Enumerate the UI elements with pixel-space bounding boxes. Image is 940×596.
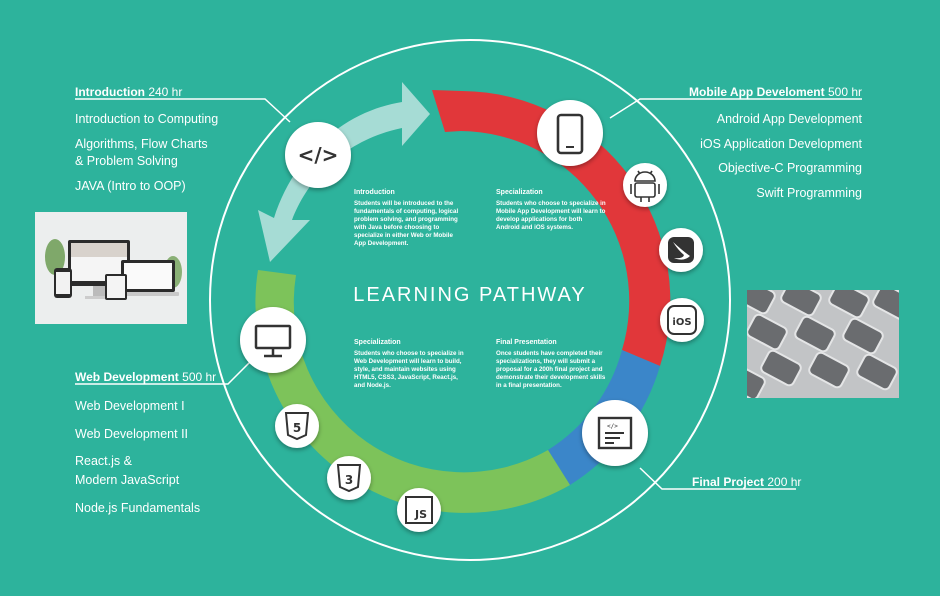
final-title-text: Final Project bbox=[692, 475, 765, 489]
web-devices-photo bbox=[35, 212, 187, 324]
mobile-band bbox=[432, 90, 671, 366]
web-description-text: Students who choose to specialize in Web… bbox=[354, 350, 464, 390]
intro-description-text: Students will be introduced to the funda… bbox=[354, 200, 459, 248]
web-band bbox=[255, 270, 570, 513]
final-description: Final Presentation Once students have co… bbox=[496, 338, 606, 390]
introduction-hours: 240 hr bbox=[148, 85, 183, 99]
svg-text:3: 3 bbox=[345, 473, 353, 487]
web-item: Web Development I bbox=[75, 399, 185, 413]
code-brackets-icon: </> bbox=[298, 143, 339, 167]
introduction-title-text: Introduction bbox=[75, 85, 145, 99]
web-description-title: Specialization bbox=[354, 339, 401, 346]
final-title: Final Project 200 hr bbox=[692, 475, 801, 490]
mobile-item: Objective-C Programming bbox=[718, 161, 862, 176]
svg-text:</>: </> bbox=[607, 423, 618, 430]
css3-icon: 3 bbox=[336, 464, 362, 493]
swift-icon bbox=[668, 237, 694, 263]
final-description-title: Final Presentation bbox=[496, 339, 557, 346]
web-title-text: Web Development bbox=[75, 370, 179, 384]
mobile-section: Mobile App Develoment 500 hr Android App… bbox=[689, 85, 862, 202]
introduction-title: Introduction 240 hr bbox=[75, 85, 218, 100]
html5-icon: 5 bbox=[284, 412, 310, 441]
web-title: Web Development 500 hr bbox=[75, 370, 216, 385]
intro-arrow bbox=[258, 82, 430, 262]
svg-text:JS: JS bbox=[414, 508, 427, 521]
mobile-description-text: Students who choose to specialize in Mob… bbox=[496, 200, 606, 232]
phones-grid-photo bbox=[747, 290, 899, 398]
mobile-hours: 500 hr bbox=[827, 85, 862, 99]
ios-icon: iOS bbox=[667, 305, 697, 335]
web-description: Specialization Students who choose to sp… bbox=[354, 338, 464, 390]
mobile-description-title: Specialization bbox=[496, 189, 543, 196]
mobile-item: Android App Development bbox=[716, 112, 862, 126]
mobile-item: Swift Programming bbox=[756, 185, 862, 200]
intro-description: Introduction Students will be introduced… bbox=[354, 188, 464, 248]
introduction-item: Introduction to Computing bbox=[75, 112, 219, 126]
monitor-icon bbox=[254, 324, 292, 358]
final-section: Final Project 200 hr bbox=[692, 475, 801, 490]
web-hours: 500 hr bbox=[182, 370, 217, 384]
intro-connector-line bbox=[75, 98, 291, 123]
final-description-text: Once students have completed their speci… bbox=[496, 350, 606, 390]
svg-text:5: 5 bbox=[293, 421, 301, 435]
intro-node bbox=[285, 122, 351, 188]
web-section: Web Development 500 hr Web Development I… bbox=[75, 370, 216, 516]
svg-text:iOS: iOS bbox=[672, 317, 691, 328]
mobile-title-text: Mobile App Develoment bbox=[689, 85, 825, 99]
final-connector-line bbox=[639, 467, 796, 490]
javascript-icon: JS bbox=[405, 496, 433, 524]
svg-text:</>: </> bbox=[298, 143, 339, 167]
code-editor-icon: </> bbox=[597, 416, 633, 450]
web-item: Node.js Fundamentals bbox=[75, 500, 201, 515]
web-item: Modern JavaScript bbox=[75, 472, 180, 487]
mobile-node bbox=[537, 100, 603, 166]
mobile-item: iOS Application Development bbox=[700, 136, 862, 151]
introduction-item: Algorithms, Flow Charts bbox=[75, 136, 208, 151]
introduction-item: JAVA (Intro to OOP) bbox=[75, 178, 186, 193]
introduction-section: Introduction 240 hr Introduction to Comp… bbox=[75, 85, 218, 195]
introduction-item: & Problem Solving bbox=[75, 154, 178, 169]
web-item: React.js & bbox=[75, 454, 132, 469]
android-icon bbox=[630, 170, 660, 202]
smartphone-icon bbox=[556, 113, 584, 155]
diagram-title: LEARNING PATHWAY bbox=[353, 284, 587, 306]
outer-ring bbox=[209, 39, 731, 561]
mobile-title: Mobile App Develoment 500 hr bbox=[689, 85, 862, 100]
intro-description-title: Introduction bbox=[354, 189, 395, 196]
final-hours: 200 hr bbox=[767, 475, 802, 489]
mobile-connector-line bbox=[609, 98, 862, 119]
mobile-description: Specialization Students who choose to sp… bbox=[496, 188, 606, 232]
web-node bbox=[240, 307, 306, 373]
web-connector-line bbox=[75, 361, 251, 385]
web-item: Web Development II bbox=[75, 426, 189, 441]
